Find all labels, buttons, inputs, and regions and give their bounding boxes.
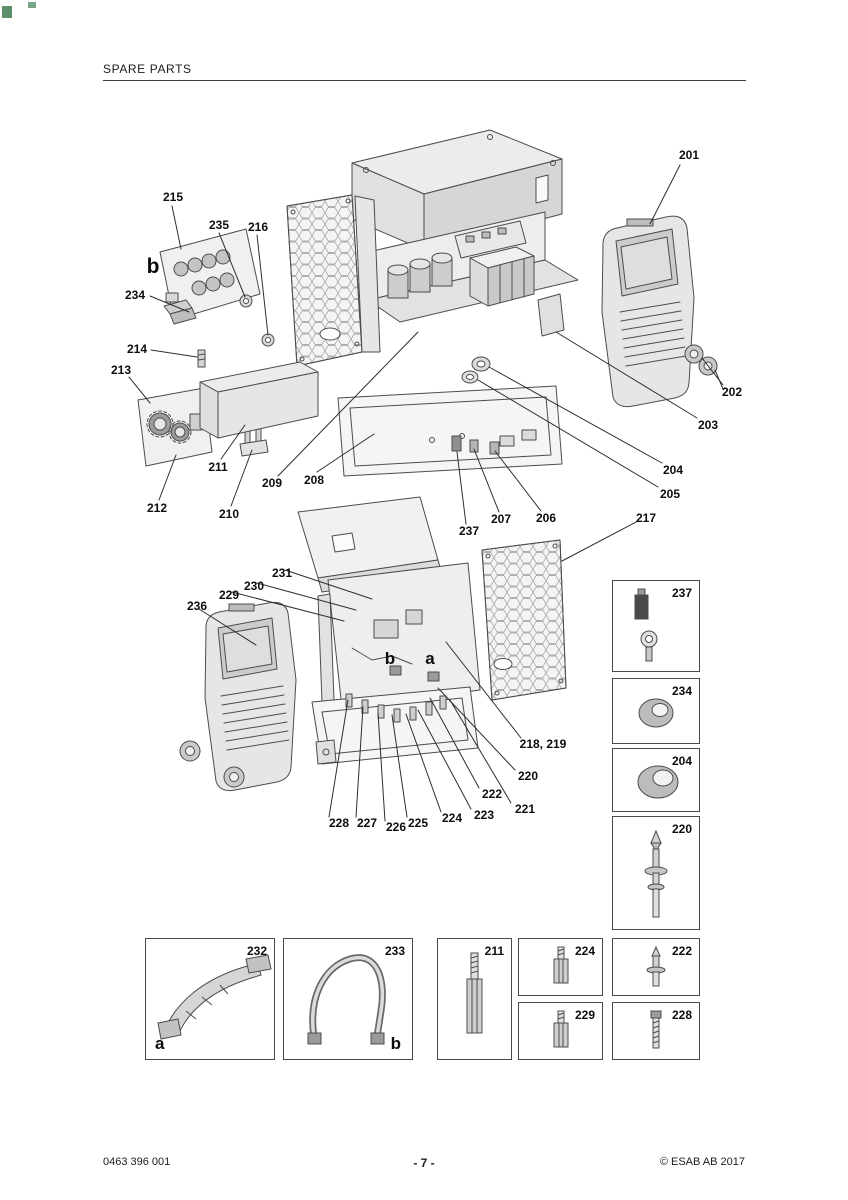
page-title: SPARE PARTS xyxy=(103,62,192,76)
pcb-b-art xyxy=(159,228,261,321)
page-number: - 7 - xyxy=(413,1156,435,1170)
front-cover-left-art xyxy=(179,602,297,792)
detail-box-237: 237 xyxy=(612,580,700,672)
right-side-panel-lower-art xyxy=(481,539,567,701)
detail-box-222: 222 xyxy=(612,938,700,996)
variant-letter-b: b xyxy=(390,1034,401,1053)
mid-bracket-art xyxy=(199,361,319,439)
detail-box-228: 228 xyxy=(612,1002,700,1060)
detail-box-204: 204 xyxy=(612,748,700,812)
detail-box-label: 228 xyxy=(671,1008,692,1022)
detail-box-label: 234 xyxy=(671,684,692,698)
lower-chassis-art xyxy=(311,686,479,765)
detail-box-label: 211 xyxy=(484,944,504,958)
detail-box-label: 233 xyxy=(384,944,405,958)
connector-plate-art xyxy=(137,387,213,467)
left-side-panel-art xyxy=(286,194,381,367)
variant-letter-a: a xyxy=(155,1034,165,1053)
detail-box-232: 232 a xyxy=(145,938,275,1060)
front-cover-right-art xyxy=(601,215,718,408)
top-cover-art xyxy=(351,129,563,251)
bottom-tray-art xyxy=(337,385,563,477)
detail-box-224: 224 xyxy=(518,938,603,996)
detail-box-234: 234 xyxy=(612,678,700,744)
detail-box-label: 232 xyxy=(246,944,267,958)
detail-box-233: 233 b xyxy=(283,938,413,1060)
detail-box-229: 229 xyxy=(518,1002,603,1060)
detail-box-label: 224 xyxy=(574,944,595,958)
detail-box-211: 211 xyxy=(437,938,512,1060)
detail-box-label: 237 xyxy=(671,586,692,600)
detail-box-label: 229 xyxy=(574,1008,595,1022)
header-divider xyxy=(103,80,746,81)
detail-box-label: 220 xyxy=(671,822,692,836)
copyright: © ESAB AB 2017 xyxy=(659,1156,745,1168)
detail-box-label: 222 xyxy=(671,944,692,958)
detail-box-220: 220 xyxy=(612,816,700,930)
scan-artifact xyxy=(2,2,36,18)
detail-box-label: 204 xyxy=(671,754,692,768)
document-number: 0463 396 001 xyxy=(103,1156,171,1168)
main-body-art xyxy=(367,211,579,384)
leader-lines xyxy=(128,164,724,822)
lower-body-art xyxy=(317,562,481,709)
